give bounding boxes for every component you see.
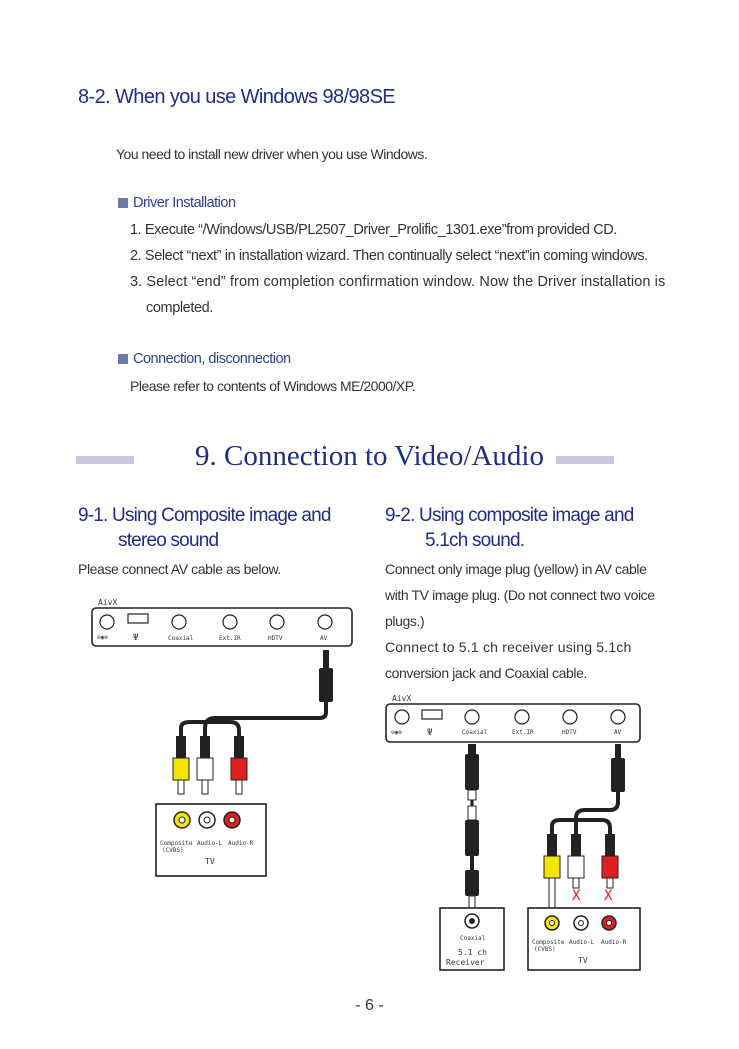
driver-installation-heading: Driver Installation — [118, 195, 236, 211]
av-cable-split — [550, 818, 612, 834]
ext-ir-port — [222, 614, 238, 630]
tv-cvbs-label: (CVBS) — [162, 847, 184, 854]
coaxial-cable — [465, 744, 479, 909]
section-9-1-title-line1: 9-1. Using Composite image and — [78, 505, 332, 526]
ext-ir-port — [514, 709, 530, 725]
title-bar-left — [76, 456, 134, 464]
section-9-2-text-line5: conversion jack and Coaxial cable. — [385, 665, 587, 681]
section-9-2-text-line3: plugs.) — [385, 613, 425, 629]
hdtv-port — [269, 614, 285, 630]
section-9-2-heading: 9-2. Using composite image and 5.1ch sou… — [385, 503, 634, 553]
tv-audio-r-label: Audio-R — [228, 840, 254, 847]
ext-ir-port-label: Ext.IR — [512, 729, 534, 736]
usb-symbol-icon: Ψ — [427, 728, 432, 738]
av-port-label: AV — [320, 635, 328, 642]
tv-label: TV — [578, 956, 588, 965]
tv-composite-label: Composite — [532, 939, 565, 946]
section-9-1-text: Please connect AV cable as below. — [78, 561, 281, 577]
tv-audio-r-label: Audio-R — [601, 939, 627, 946]
usb-symbol-icon: Ψ — [133, 633, 138, 643]
av-port — [317, 614, 333, 630]
av-jack-tip — [323, 650, 329, 668]
device-brand-label: AivX — [392, 694, 411, 703]
polarity-symbol: ⊖◉⊕ — [97, 634, 108, 641]
usb-port-icon — [421, 709, 443, 720]
power-jack-icon — [394, 709, 410, 725]
white-audio-plug — [567, 834, 585, 889]
red-audio-plug — [230, 736, 248, 795]
bullet-square-icon — [118, 354, 128, 364]
install-step-3: 3. Select “end” from completion confirma… — [130, 274, 666, 290]
coaxial-port — [464, 709, 480, 725]
section-9-1-heading: 9-1. Using Composite image and stereo so… — [78, 503, 332, 553]
av-cable — [574, 792, 620, 824]
section-9-2-text-line2: with TV image plug. (Do not connect two … — [385, 587, 655, 603]
page-number: - 6 - — [355, 997, 384, 1014]
install-step-2: 2. Select “next” in installation wizard.… — [130, 248, 648, 264]
device-brand-label: AivX — [98, 598, 117, 607]
receiver-coaxial-label: Coaxial — [460, 935, 486, 942]
av-port — [610, 709, 626, 725]
av-port-label: AV — [614, 729, 622, 736]
tv-audio-l-label: Audio-L — [197, 840, 223, 847]
av-jack-body — [611, 758, 625, 792]
section-8-2-title: 8-2. When you use Windows 98/98SE — [78, 86, 396, 108]
hdtv-port — [562, 709, 578, 725]
audio-r-not-connected-mark: X — [604, 888, 613, 904]
section-9-2-title-line2: 5.1ch sound. — [425, 530, 525, 551]
audio-l-not-connected-mark: X — [572, 888, 581, 904]
usb-port-icon — [127, 613, 149, 624]
device-back-panel — [91, 607, 353, 647]
composite-51ch-diagram: AivX ⊖◉⊕ Ψ Coaxial Ext.IR HDTV AV — [385, 694, 641, 971]
av-jack-tip — [615, 744, 621, 758]
tv-audio-l-label: Audio-L — [569, 939, 595, 946]
red-audio-plug — [601, 834, 619, 889]
section-9-2-title-line1: 9-2. Using composite image and — [385, 505, 634, 526]
receiver-label-line2: Receiver — [446, 958, 485, 967]
connection-label: Connection, disconnection — [133, 351, 291, 367]
yellow-video-plug — [172, 736, 190, 795]
install-step-1: 1. Execute “/Windows/USB/PL2507_Driver_P… — [130, 222, 617, 238]
tv-label: TV — [205, 857, 215, 866]
install-step-3-continued: completed. — [146, 300, 213, 316]
av-cable — [203, 702, 328, 736]
bullet-square-icon — [118, 198, 128, 208]
section-9-2-text: Connect only image plug (yellow) in AV c… — [385, 556, 670, 686]
section-9-1-title-line2: stereo sound — [118, 530, 219, 551]
composite-stereo-diagram: AivX ⊖◉⊕ Ψ Coaxial Ext.IR HDTV AV Compos… — [91, 598, 353, 877]
av-cable-split — [179, 720, 241, 736]
power-jack-icon — [99, 614, 115, 630]
coaxial-port-label: Coaxial — [168, 635, 194, 642]
white-audio-plug — [196, 736, 214, 795]
section-8-2-intro: You need to install new driver when you … — [116, 146, 428, 162]
yellow-video-plug — [543, 834, 561, 909]
connection-heading: Connection, disconnection — [118, 351, 291, 367]
tv-cvbs-label: (CVBS) — [534, 946, 556, 953]
driver-installation-label: Driver Installation — [133, 195, 236, 211]
hdtv-port-label: HDTV — [268, 635, 283, 642]
hdtv-port-label: HDTV — [562, 729, 577, 736]
section-9-2-text-line1: Connect only image plug (yellow) in AV c… — [385, 561, 647, 577]
section-9-2-text-line4: Connect to 5.1 ch receiver using 5.1ch — [385, 639, 632, 655]
section-9-title: 9. Connection to Video/Audio — [195, 440, 544, 472]
coaxial-port-label: Coaxial — [462, 729, 488, 736]
tv-composite-label: Composite — [160, 840, 193, 847]
title-bar-right — [556, 456, 614, 464]
connection-text: Please refer to contents of Windows ME/2… — [130, 378, 416, 394]
receiver-label-line1: 5.1 ch — [458, 948, 487, 957]
av-jack-body — [319, 668, 333, 702]
coaxial-port — [171, 614, 187, 630]
ext-ir-port-label: Ext.IR — [219, 635, 241, 642]
polarity-symbol: ⊖◉⊕ — [391, 729, 402, 736]
